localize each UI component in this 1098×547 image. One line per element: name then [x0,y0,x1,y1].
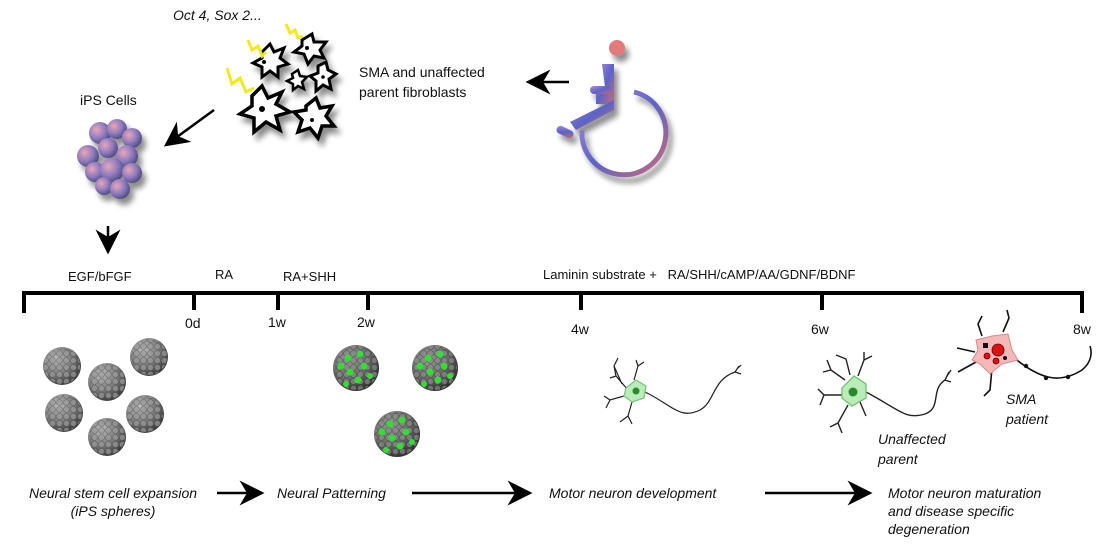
tick-label-2w: 2w [357,314,375,330]
stage-4-line2: and disease specific [888,503,1015,519]
fibroblast-cell [249,41,292,80]
treatment-label-ra-shh: RA+SHH [283,269,337,284]
timeline-axis [22,291,1084,313]
unaffected-parent-label-line1: Unaffected [878,431,946,447]
arrow-to-ips [163,108,215,147]
gray-sphere [44,348,80,384]
green-sphere [412,345,458,391]
fibroblast-label-line2: parent fibroblasts [359,84,467,100]
wheelchair-icon [556,40,669,178]
ips-cell-cluster [77,119,142,199]
tick-label-0d: 0d [185,315,201,331]
stage-4-label: Motor neuron maturation and disease spec… [888,484,1041,538]
treatment-label-egf-bfgf: EGF/bFGF [68,269,132,284]
fibroblast-cell [290,95,338,142]
stage-3-label: Motor neuron development [549,485,717,501]
tick-label-1w: 1w [268,314,286,330]
green-sphere [374,411,420,457]
fibroblast-label-line1: SMA and unaffected [359,64,485,80]
motor-neuron-unaffected [817,352,952,434]
fibroblast-cell [290,31,329,68]
sma-protein-aggregates [983,343,1007,365]
green-sphere [333,345,379,391]
stage-2-label: Neural Patterning [277,485,386,501]
unaffected-parent-label-line2: parent [878,451,918,467]
reprogramming-factors-label: Oct 4, Sox 2... [173,7,262,23]
motor-neuron-sma [956,309,1092,397]
sma-patient-label-line1: SMA [1006,391,1037,407]
treatment-label-laminin: Laminin substrate + RA/SHH/cAMP/AA/GDNF/… [543,267,856,282]
neural-stem-spheres [43,338,168,456]
stage-4-line3: degeneration [888,521,970,537]
sma-patient-label-line2: patient [1006,411,1049,427]
tick-label-6w: 6w [811,321,829,337]
treatment-label-ra: RA [215,267,234,282]
ips-cells-label: iPS Cells [80,92,137,108]
timeline-ticks [192,293,824,310]
stage-1-label: Neural stem cell expansion (iPS spheres) [8,484,218,520]
patterned-spheres [333,345,458,457]
tick-label-8w: 8w [1073,321,1091,337]
reprogramming-spark-icons [225,23,304,95]
stage-1-line1: Neural stem cell expansion [28,485,198,501]
fibroblast-cell [284,68,310,93]
fibroblast-nuclei [259,46,325,122]
stage-4-line1: Motor neuron maturation [888,485,1042,501]
stage-1-line2: (iPS spheres) [70,503,156,519]
motor-neuron-developing [603,357,742,425]
tick-label-4w: 4w [571,321,589,337]
